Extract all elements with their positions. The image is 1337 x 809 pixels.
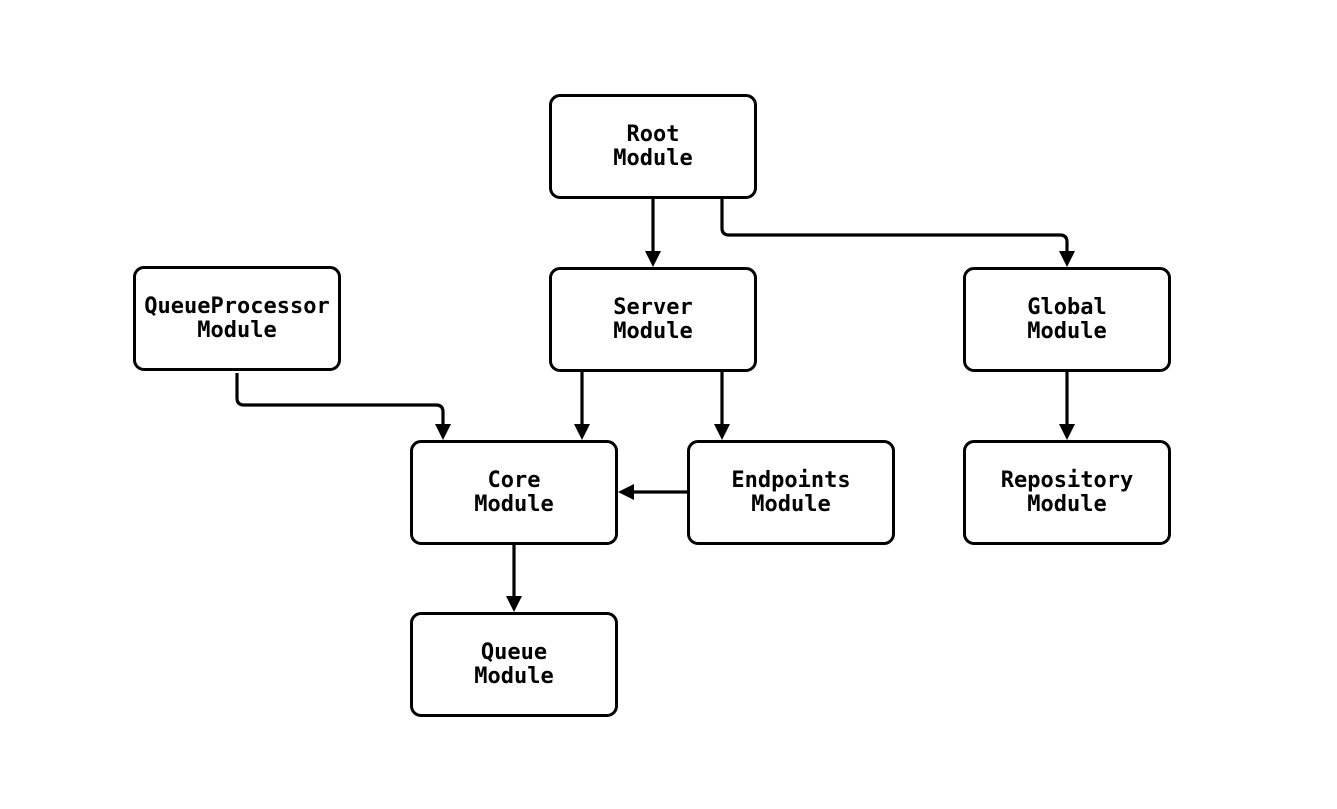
node-repository-module-label: Repository Module bbox=[1000, 468, 1134, 517]
node-queue-module: Queue Module bbox=[410, 612, 618, 717]
node-repository-module: Repository Module bbox=[963, 440, 1171, 545]
node-queueprocessor-module-label: QueueProcessor Module bbox=[144, 294, 330, 343]
node-server-module: Server Module bbox=[549, 267, 757, 372]
node-endpoints-module: Endpoints Module bbox=[687, 440, 895, 545]
node-global-module: Global Module bbox=[963, 267, 1171, 372]
node-server-module-label: Server Module bbox=[613, 295, 693, 344]
edge-root-to-global bbox=[720, 199, 1075, 267]
node-queue-module-label: Queue Module bbox=[474, 640, 554, 689]
node-global-module-label: Global Module bbox=[1027, 295, 1107, 344]
node-root-module: Root Module bbox=[549, 94, 757, 199]
node-endpoints-module-label: Endpoints Module bbox=[731, 468, 851, 517]
node-root-module-label: Root Module bbox=[613, 122, 693, 171]
node-queueprocessor-module: QueueProcessor Module bbox=[133, 266, 341, 371]
node-core-module: Core Module bbox=[410, 440, 618, 545]
edge-queueprocessor-to-core bbox=[235, 373, 451, 440]
node-core-module-label: Core Module bbox=[474, 468, 554, 517]
